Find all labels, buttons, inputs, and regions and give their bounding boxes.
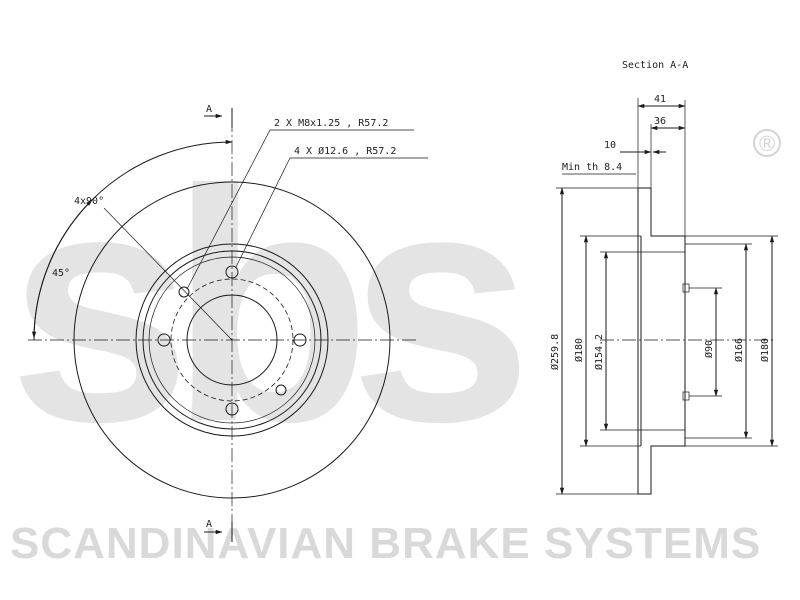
bolt-hole-left [157,333,171,347]
watermark: sbs ® SCANDINAVIAN BRAKE SYSTEMS [8,121,781,568]
thread-leader [186,129,414,290]
dia-180-left: Ø180 [573,338,585,362]
dim-36: 36 [654,116,666,127]
bore-chamfer-bottom [682,391,690,401]
min-thickness: Min th 8.4 [562,162,622,173]
section-marker-bottom: A [206,519,212,530]
section-view: Section A-A 41 36 10 Min th 8.4 Ø259.8 Ø… [549,60,778,495]
dim-41: 41 [654,94,666,105]
dia-154-2: Ø154.2 [593,334,605,370]
angle-arc-45 [31,199,93,339]
dia-166: Ø166 [733,338,745,362]
dia-180-right: Ø180 [759,338,771,362]
section-title: Section A-A [622,60,688,71]
angle-offset-label: 45° [52,268,70,279]
hole-callout: 4 X Ø12.6 , R57.2 [294,145,396,157]
bore-chamfer-top [682,283,690,293]
dia-90: Ø90 [703,340,715,358]
registered-mark: ® [759,131,775,156]
hole-leader [235,157,428,268]
dim-10: 10 [604,140,616,151]
bolt-hole-top [225,265,239,279]
disc-profile [637,187,686,495]
angle-leader [103,207,233,341]
bolt-hole-right [293,333,307,347]
angle-bolts-label: 4x90° [74,196,104,207]
dia-259-8: Ø259.8 [549,334,561,370]
thread-callout: 2 X M8x1.25 , R57.2 [274,118,388,129]
thread-hole-upper-left [178,286,190,298]
sbs-logo: sbs [8,121,519,490]
thread-hole-lower-right [275,384,287,396]
front-view: A A 4x90° 45° 2 X M8x1.25 , R57.2 4 X Ø1… [28,104,428,542]
section-marker-top: A [206,104,212,115]
registered-mark-ring [753,129,781,157]
brand-name: SCANDINAVIAN BRAKE SYSTEMS [10,519,761,568]
bolt-hole-bottom [225,402,239,416]
